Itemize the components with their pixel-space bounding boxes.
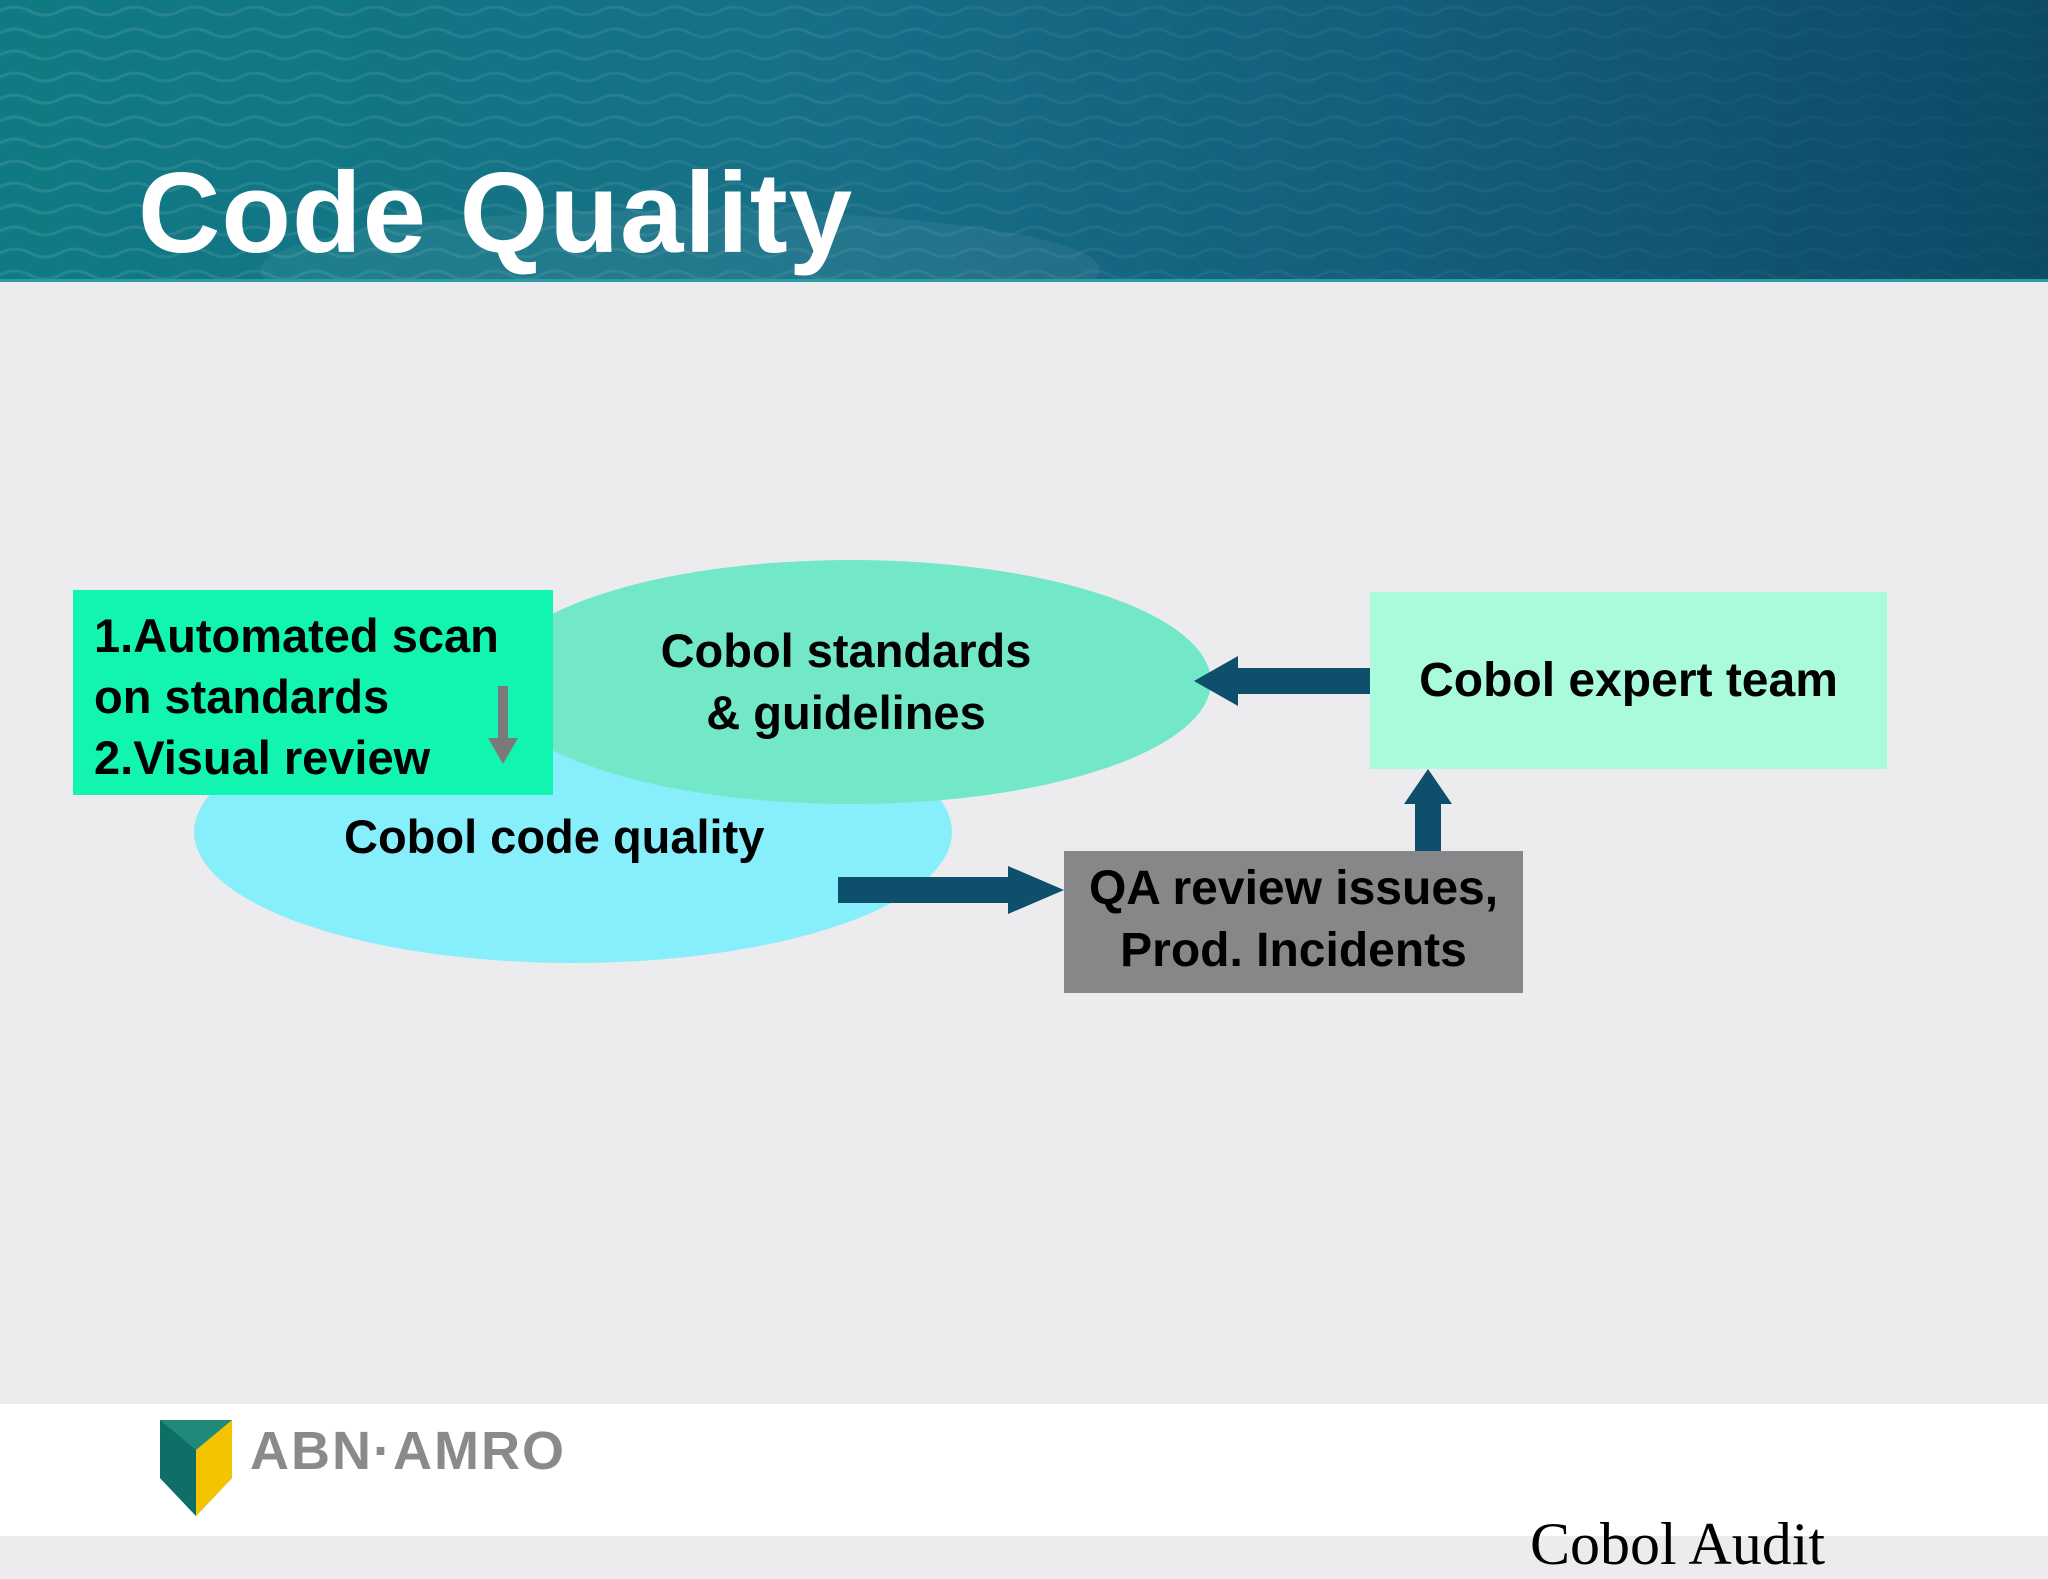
steps-box: 1.Automated scan on standards 2.Visual r… — [73, 590, 553, 795]
standards-label-line2: & guidelines — [706, 686, 986, 739]
down-arrow-icon — [488, 686, 518, 764]
expert-team-box: Cobol expert team — [1370, 592, 1887, 769]
qa-incidents-box: QA review issues, Prod. Incidents — [1064, 851, 1523, 993]
step-on-standards: on standards — [94, 670, 390, 723]
abn-amro-shield-icon — [160, 1420, 232, 1516]
arrow-quality-to-qa — [838, 866, 1064, 914]
standards-label-line1: Cobol standards — [660, 624, 1032, 677]
code-quality-label: Cobol code quality — [344, 810, 765, 863]
arrow-expert-to-standards — [1194, 656, 1370, 706]
step-visual-review: 2.Visual review — [94, 731, 431, 784]
slide-title: Code Quality — [138, 150, 854, 277]
step-automated-scan: 1.Automated scan — [94, 609, 499, 662]
footer-caption: Cobol Audit — [1530, 1511, 1826, 1577]
standards-ellipse — [491, 560, 1211, 804]
qa-line2: Prod. Incidents — [1120, 924, 1467, 977]
arrow-qa-to-expert — [1404, 769, 1452, 852]
wave-pattern — [0, 0, 2048, 282]
expert-team-label: Cobol expert team — [1419, 654, 1838, 707]
footer-bar — [0, 1404, 2048, 1536]
standards-label: Cobol standards & guidelines — [646, 620, 1046, 744]
diagram-canvas — [194, 560, 1452, 963]
header-underline — [0, 279, 2048, 282]
qa-line1: QA review issues, — [1088, 862, 1499, 915]
header-banner — [0, 0, 2048, 282]
logo-wordmark: ABN·AMRO — [250, 1421, 566, 1481]
